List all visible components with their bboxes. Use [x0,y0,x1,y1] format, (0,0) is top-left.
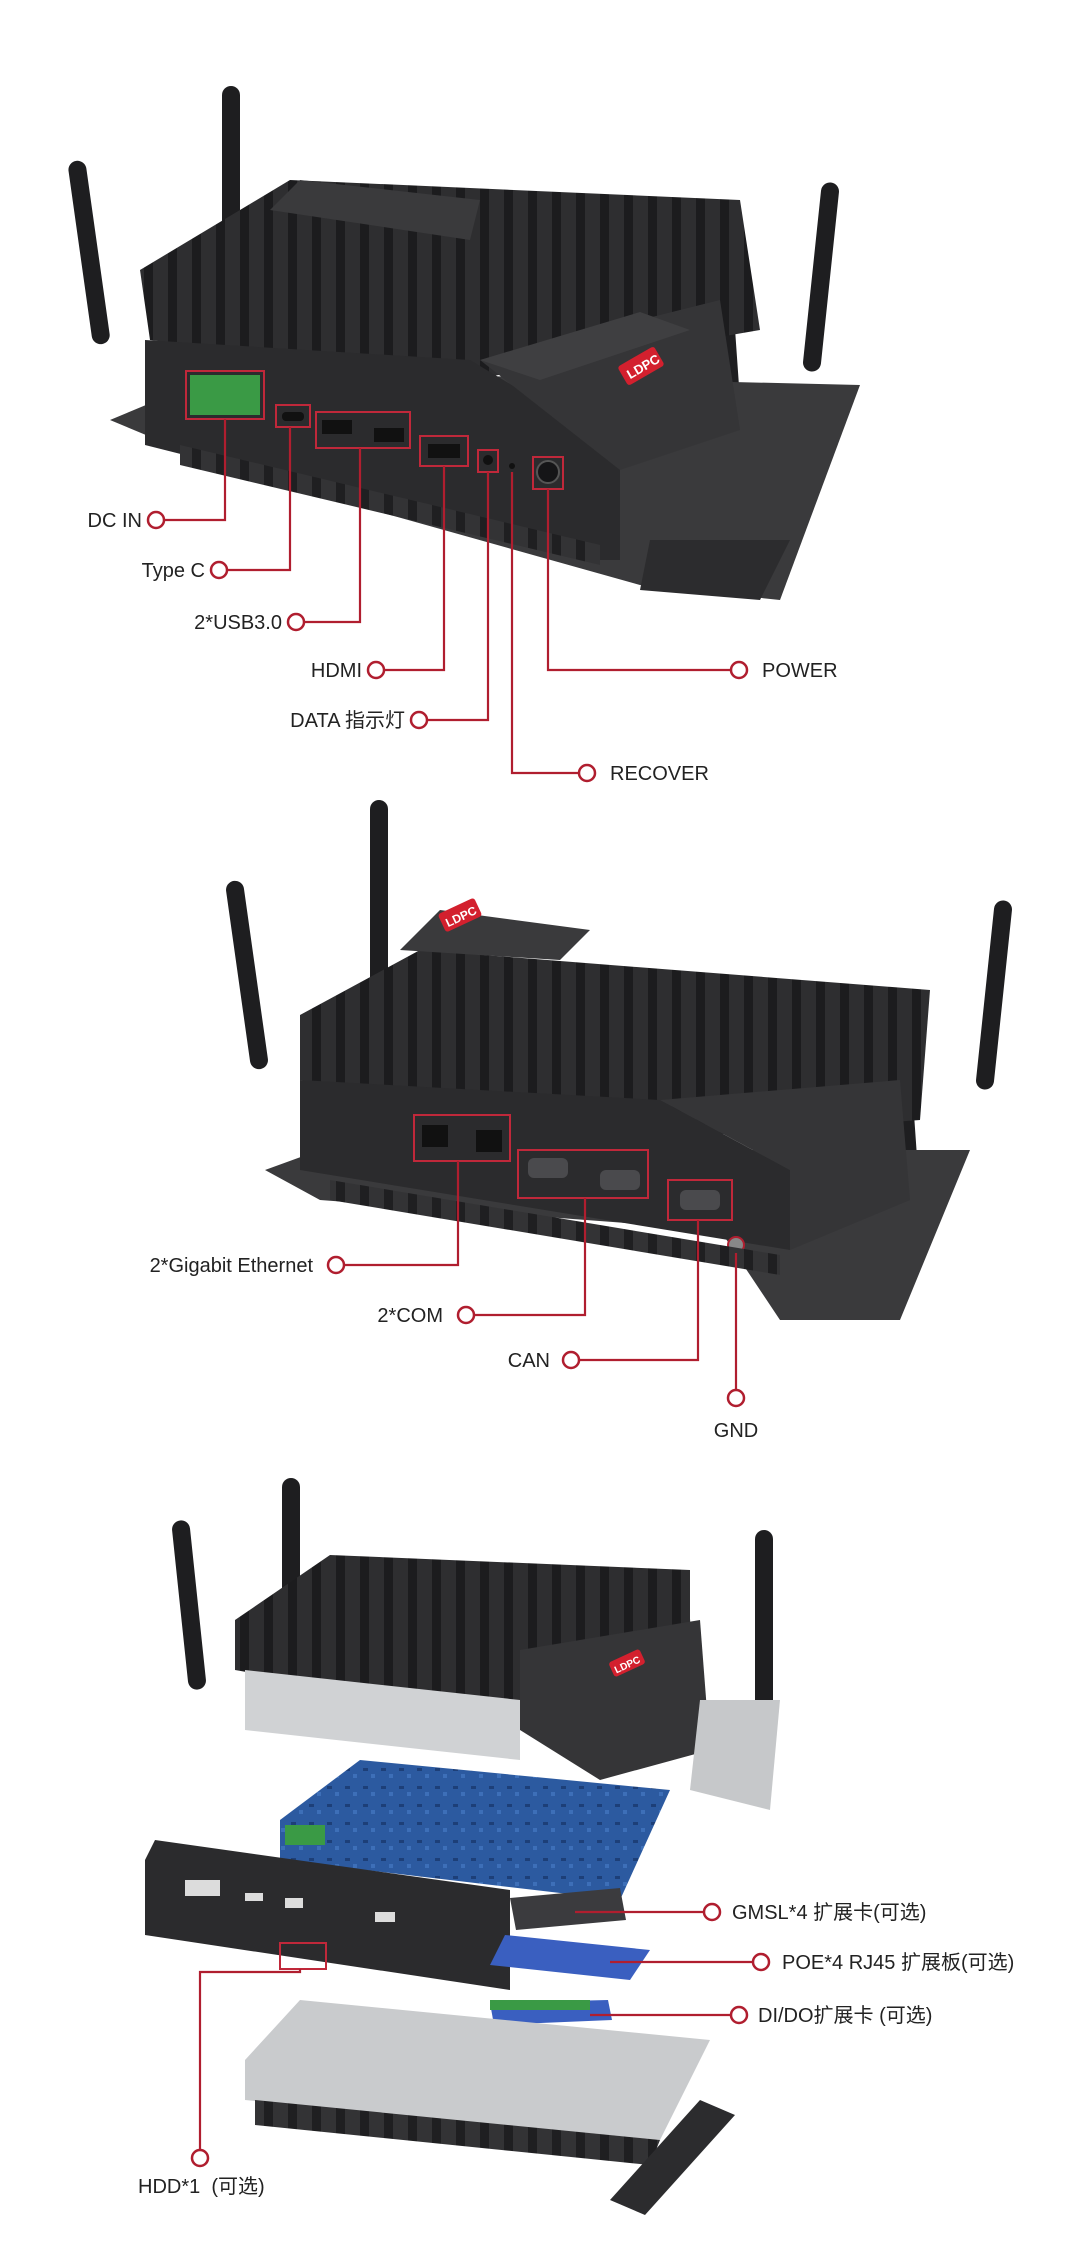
usb-highlight [315,411,411,449]
callout-dot [209,560,229,580]
leader-com [475,1198,587,1317]
label-com: 2*COM [377,1305,443,1327]
leader-dc-in [165,419,227,522]
mounting-bracket [640,540,790,600]
bottom-plate [245,2000,710,2140]
exploded-view: LDPC GMSL*4 扩展卡(可选) POE*4 RJ45 扩展板(可选) D [138,1478,1014,2215]
label-dido: DI/DO扩展卡 (可选) [758,2004,932,2027]
antenna [755,1530,773,1710]
bottom-fins [180,445,600,565]
can-port [680,1190,720,1210]
label-poe: POE*4 RJ45 扩展板(可选) [782,1951,1014,1974]
rear-view: LDPC 2*Gigabit Ethernet 2*COM CAN GND [150,800,1012,1442]
brand-logo-badge [438,898,482,932]
antenna [226,880,268,1070]
leader-ethernet [345,1161,460,1267]
front-plate-cutout [185,1880,220,1896]
antenna [68,160,110,345]
callout-dot [409,710,429,730]
callout-dot [146,510,166,530]
antenna [370,800,388,990]
leader-power [546,489,730,672]
front-plate-cutout [285,1898,303,1908]
label-gmsl: GMSL*4 扩展卡(可选) [732,1901,926,1924]
label-recover: RECOVER [610,763,709,785]
label-can: CAN [508,1350,550,1372]
label-power: POWER [762,660,838,682]
leader-can [580,1220,700,1362]
leader-hdmi [385,466,446,672]
ethernet-highlight [413,1114,511,1162]
mainboard [280,1760,670,1900]
callout-dot [702,1902,722,1922]
com-port [600,1170,640,1190]
power-button [536,460,560,484]
side-block [660,1080,910,1250]
leader-data-led [428,472,490,722]
label-hdd: HDD*1 (可选) [138,2175,265,2198]
callout-dot [190,2148,210,2168]
bottom-fins [255,2100,660,2165]
side-block [480,300,740,470]
dc-in-terminal [190,375,260,415]
usb-port [374,428,404,442]
recover-button [509,463,515,469]
callout-dot [577,763,597,783]
callout-dot [729,660,749,680]
ethernet-port [476,1130,502,1152]
usb-port [322,420,352,434]
leader-type-c [228,427,292,572]
label-dc-in: DC IN [88,510,142,532]
dido-terminal [490,2000,590,2010]
green-terminal [285,1825,325,1845]
can-highlight [667,1179,733,1221]
front-plate-cutout [245,1893,263,1901]
label-type-c: Type C [142,560,205,582]
label-gnd: GND [714,1420,758,1442]
label-hdmi: HDMI [311,660,362,682]
front-view: LDPC DC IN Type C 2*USB3. [68,86,860,785]
hdmi-port [428,444,460,458]
com-port [528,1158,568,1178]
bottom-fins [330,1180,780,1275]
leader-hdd [198,1969,302,2150]
com-highlight [517,1149,649,1199]
front-plate-cutout [375,1912,395,1922]
callout-dot [729,2005,749,2025]
front-plate [145,1840,510,1990]
ethernet-port [422,1125,448,1147]
inner-frame [245,1670,520,1760]
side-plate [690,1700,780,1810]
poe-card [490,1935,650,1980]
data-led [483,455,493,465]
brand-logo-badge [609,1649,645,1677]
brand-logo-badge [618,347,664,385]
hdd-highlight [279,1942,327,1970]
housing-side [520,1620,710,1780]
callout-dot [456,1305,476,1325]
antenna [976,900,1012,1090]
label-ethernet: 2*Gigabit Ethernet [150,1255,314,1277]
callout-dot [751,1952,771,1972]
leader-recover [510,472,578,775]
top-cover [270,180,480,240]
callout-dot [561,1350,581,1370]
callout-dot [366,660,386,680]
callout-dot [286,612,306,632]
antenna [172,1520,206,1690]
callout-dot [326,1255,346,1275]
antenna [803,182,839,372]
mounting-bracket [610,2100,735,2215]
gmsl-card [510,1888,626,1930]
label-usb: 2*USB3.0 [194,612,282,634]
brand-plate [480,312,690,380]
callout-dot [726,1388,746,1408]
leader-usb [305,448,362,624]
type-c-highlight [275,404,311,428]
label-data-led: DATA 指示灯 [290,709,405,732]
type-c-port [282,412,304,421]
